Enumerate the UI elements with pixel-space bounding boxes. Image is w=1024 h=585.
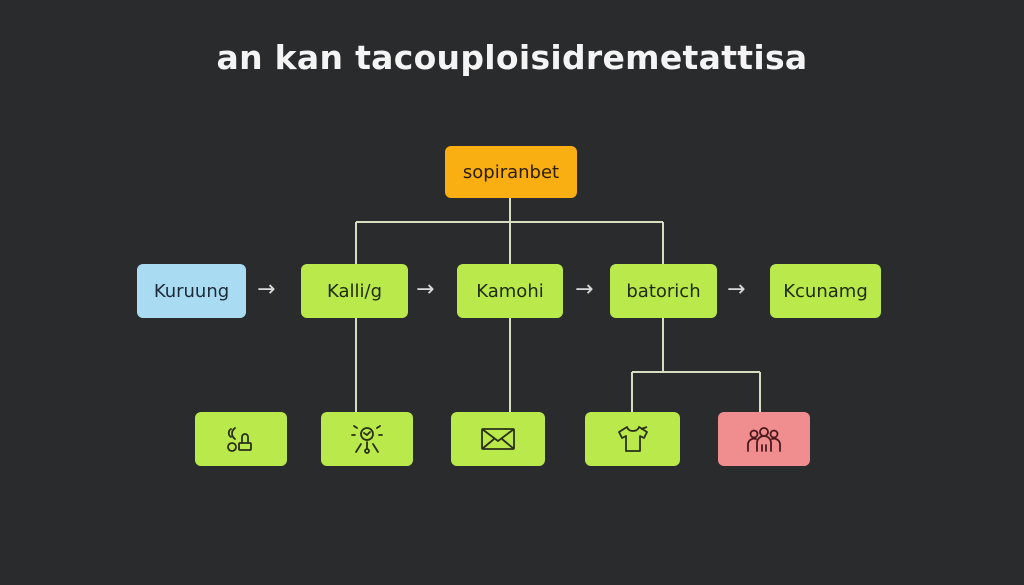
flow-node-label: Kamohi [476, 280, 544, 302]
tools-icon [227, 427, 252, 452]
icon-node-tools [195, 412, 287, 466]
group-icon [747, 427, 781, 452]
arrow-icon: → [727, 277, 746, 302]
flow-node-label: Kuruung [153, 280, 230, 302]
flow-node-label: batorich [626, 280, 701, 302]
flow-node-batorich: batorich [610, 264, 717, 318]
flow-node-label: Kcunamg [783, 280, 868, 302]
icon-node-person [321, 412, 413, 466]
arrow-icon: → [416, 277, 435, 302]
root-node-label: sopiranbet [462, 161, 560, 183]
person-signal-icon [351, 425, 383, 454]
envelope-icon [481, 428, 515, 450]
flow-node-kuruung: Kuruung [137, 264, 246, 318]
flow-node-kalli: Kalli/g [301, 264, 408, 318]
root-node: sopiranbet [445, 146, 577, 198]
arrow-icon: → [575, 277, 594, 302]
shirt-icon [617, 426, 648, 452]
flow-node-kamohi: Kamohi [457, 264, 563, 318]
icon-node-group [718, 412, 810, 466]
flow-node-label: Kalli/g [326, 280, 382, 302]
diagram-title: an kan tacouploisidremetattisa [216, 38, 808, 77]
flow-node-kcunamg: Kcunamg [770, 264, 881, 318]
arrow-icon: → [257, 277, 276, 302]
icon-node-shirt [585, 412, 680, 466]
icon-node-envelope [451, 412, 545, 466]
